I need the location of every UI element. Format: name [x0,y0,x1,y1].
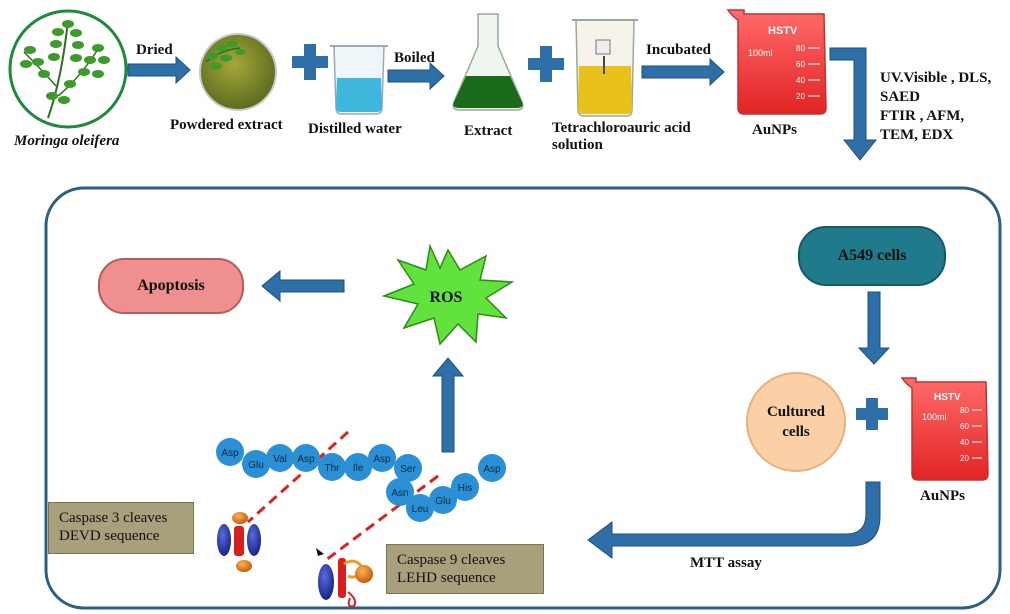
beaker-mark: 80 [960,406,969,415]
arrow-incubated [641,57,725,87]
distilled-water-label: Distilled water [308,121,402,137]
beaker-mark: 20 [796,92,805,101]
amino-acid-label: Glu [248,460,264,471]
boiled-label: Boiled [394,50,435,66]
amino-acid-label: Ile [353,463,364,474]
extract-flask-icon [452,13,524,111]
amino-acid-bead [344,453,372,481]
ros-label: ROS [430,289,463,306]
amino-acid-bead [368,444,396,472]
amino-acid-bead [386,478,414,506]
beaker-mark: 60 [960,422,969,431]
arrow-cells-down [857,291,891,365]
amino-acid-label: Val [273,454,287,465]
cleavage-line-caspase9 [325,474,439,562]
amino-acid-label: Asp [483,464,501,475]
beaker-brand: HSTV [768,25,798,37]
extract-label: Extract [464,123,513,139]
arrow-to-characterization [829,47,878,161]
amino-acid-bead [394,454,422,482]
amino-acid-label: His [458,483,472,494]
aunps-beaker-icon [726,9,827,115]
caspase9-note: Caspase 9 cleaves LEHD sequence [386,544,544,594]
aunps-label-panel: AuNPs [920,488,966,504]
amino-acid-label: Asp [221,448,239,459]
experiment-panel [44,186,1002,610]
amino-acid-bead [216,438,244,466]
a549-cells-pill: A549 cells [798,226,946,286]
aunps-label-top: AuNPs [752,122,798,138]
beaker-mark: 40 [796,76,805,85]
arrow-boiled [387,61,445,91]
beaker-mark: 20 [960,454,969,463]
characterization-line4: TEM, EDX [880,127,954,143]
amino-acid-bead [242,450,270,478]
arrow-to-apoptosis [261,269,345,303]
acid-beaker-icon [572,19,638,117]
beaker-mark: 40 [960,438,969,447]
arrow-to-ros [431,357,465,453]
amino-acid-chain [216,438,506,522]
caspase9-line2: LEHD sequence [397,570,496,586]
cultured-line2: cells [782,424,810,440]
amino-acid-label: Thr [325,463,341,474]
ros-star-icon [381,243,515,346]
cultured-cells-circle: Cultured cells [746,372,846,472]
characterization-line1: UV.Visible , DLS, [880,70,992,86]
distilled-water-beaker-icon [330,45,388,115]
cultured-line1: Cultured [766,404,826,420]
powdered-extract-icon [199,33,277,111]
caspase3-note: Caspase 3 cleaves DEVD sequence [48,502,194,554]
incubated-label: Incubated [646,42,712,58]
acid-label-line1: Tetrachloroauric acid [552,120,691,136]
powdered-extract-label: Powdered extract [170,117,283,133]
beaker-mark: 80 [796,44,805,53]
amino-acid-label: Glu [435,496,451,507]
plus-icon [856,398,888,430]
acid-label-line2: solution [552,137,603,153]
amino-acid-label: Asp [373,454,391,465]
caspase3-line1: Caspase 3 cleaves [59,510,168,526]
amino-acid-label: Ser [400,464,416,475]
apoptosis-pill: Apoptosis [98,258,244,314]
beaker-mark: 60 [796,60,805,69]
caspase3-protein-icon [217,512,261,572]
cleavage-line-caspase3 [246,430,350,524]
dried-label: Dried [136,42,173,58]
mtt-assay-label: MTT assay [690,555,762,571]
amino-acid-bead [318,453,346,481]
amino-acid-label: Asn [391,488,408,499]
beaker-brand: HSTV [934,392,961,403]
amino-acid-bead [292,444,320,472]
characterization-line3: FTIR , AFM, [880,108,965,124]
plus-icon [292,44,328,80]
caspase9-protein-icon [316,548,373,608]
caspase9-line1: Caspase 9 cleaves [397,552,506,568]
aunps-beaker-icon [900,377,989,481]
moringa-label: Moringa oleifera [14,133,120,149]
arrow-mtt [587,481,881,559]
caspase3-line2: DEVD sequence [59,528,160,544]
amino-acid-bead [266,444,294,472]
amino-acid-bead [478,454,506,482]
characterization-line2: SAED [880,89,921,105]
plus-icon [528,46,564,82]
amino-acid-bead [451,473,479,501]
amino-acid-label: Asp [297,454,315,465]
amino-acid-bead [429,486,457,514]
amino-acid-bead [406,494,434,522]
beaker-volume: 100ml [748,48,773,58]
moringa-leaf-icon [8,9,128,129]
amino-acid-label: Leu [412,504,429,515]
beaker-volume: 100ml [922,412,947,422]
arrow-dried [127,55,191,85]
